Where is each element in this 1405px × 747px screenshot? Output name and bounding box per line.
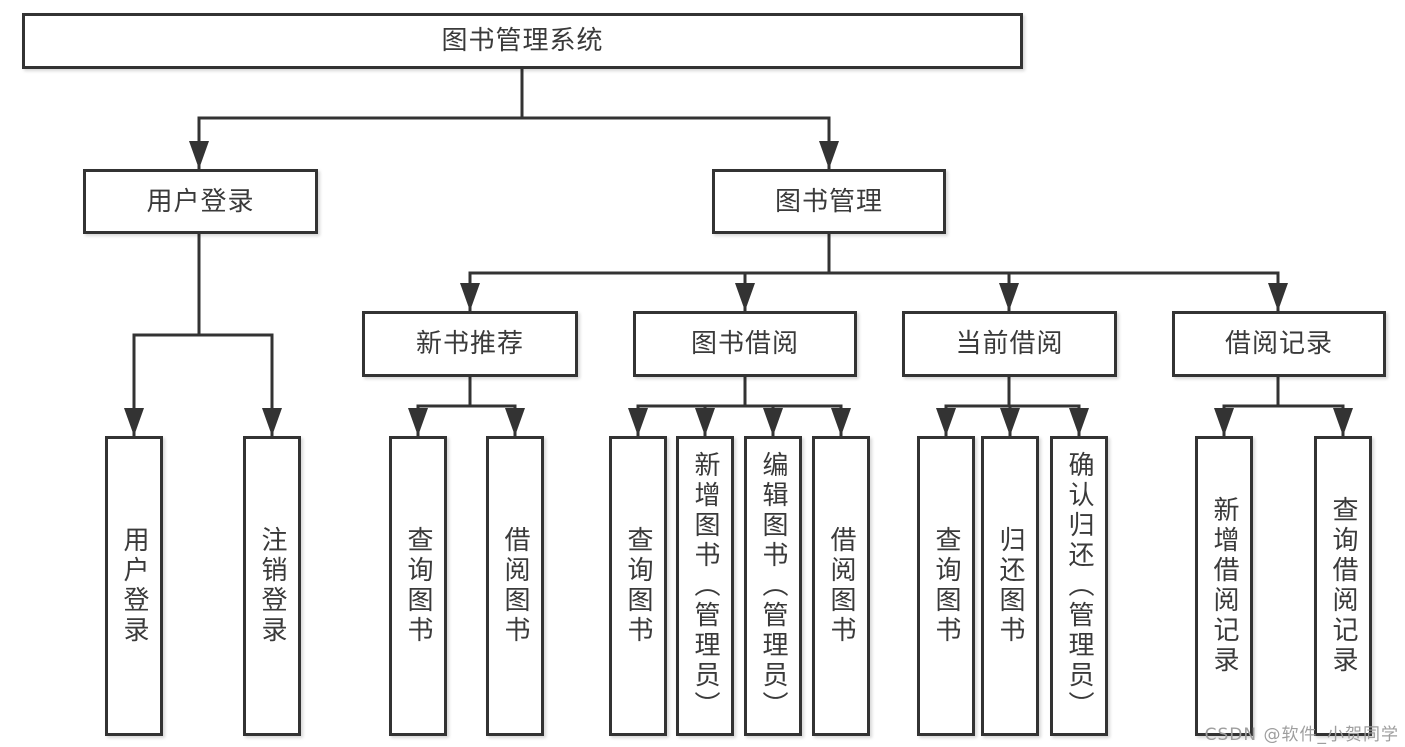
node-label: 借阅图书 [826,526,856,646]
leaf-edit-books-admin: 编辑图书（管理员） [744,436,802,736]
node-label: 图书管理系统 [441,26,604,56]
node-label: 确认归还（管理员） [1064,451,1094,721]
leaf-add-borrow-record: 新增借阅记录 [1195,436,1253,736]
leaf-user-login: 用户登录 [105,436,163,736]
leaf-logout: 注销登录 [243,436,301,736]
node-new-book-recommendation: 新书推荐 [362,311,578,377]
node-label: 用户登录 [119,526,149,646]
csdn-watermark: CSDN @软件_小贺同学 [1204,725,1399,745]
node-label: 查询图书 [623,526,653,646]
node-label: 注销登录 [257,526,287,646]
leaf-add-books-admin: 新增图书（管理员） [676,436,734,736]
node-label: 查询借阅记录 [1328,496,1358,676]
node-label: 图书管理 [774,186,883,217]
node-current-borrowing: 当前借阅 [902,311,1117,377]
leaf-query-books-2: 查询图书 [609,436,667,736]
leaf-query-books-1: 查询图书 [389,436,447,736]
edge-lines [132,67,1345,408]
node-label: 新书推荐 [415,329,524,359]
node-label: 查询图书 [931,526,961,646]
node-book-management: 图书管理 [712,169,946,234]
node-label: 编辑图书（管理员） [758,451,788,721]
node-label: 新增借阅记录 [1209,496,1239,676]
node-label: 用户登录 [146,186,255,217]
leaf-query-borrow-record: 查询借阅记录 [1314,436,1372,736]
node-label: 新增图书（管理员） [690,451,720,721]
leaf-return-books: 归还图书 [981,436,1039,736]
node-user-login: 用户登录 [83,169,318,234]
leaf-borrow-books-1: 借阅图书 [486,436,544,736]
node-label: 当前借阅 [955,329,1064,359]
leaf-confirm-return-admin: 确认归还（管理员） [1050,436,1108,736]
node-borrowing-records: 借阅记录 [1172,311,1386,377]
node-book-borrowing: 图书借阅 [633,311,857,377]
node-label: 借阅图书 [500,526,530,646]
node-label: 查询图书 [403,526,433,646]
node-library-management-system: 图书管理系统 [22,13,1023,69]
node-label: 归还图书 [995,526,1025,646]
leaf-query-books-3: 查询图书 [917,436,975,736]
node-label: 借阅记录 [1224,329,1333,359]
node-label: 图书借阅 [690,329,799,359]
leaf-borrow-books-2: 借阅图书 [812,436,870,736]
